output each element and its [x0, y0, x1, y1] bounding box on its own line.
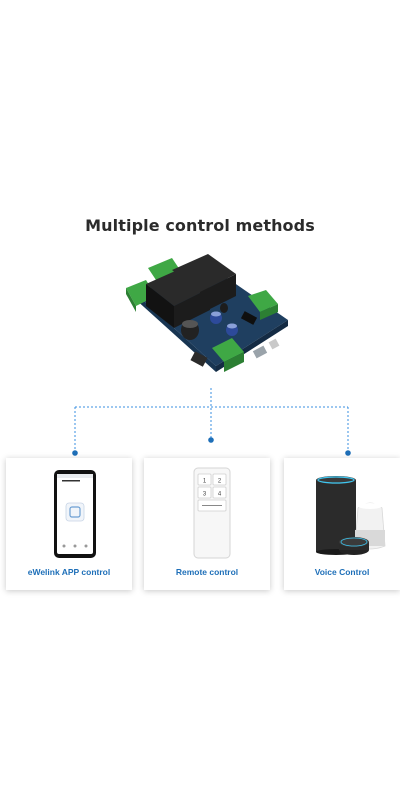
smart-speaker-icon	[316, 476, 386, 555]
smartphone-app-icon	[54, 470, 96, 558]
terminal-block-top	[148, 258, 180, 280]
remote-button-1: 1	[203, 479, 207, 485]
method-card-app: eWelink APP control	[6, 458, 132, 590]
method-label-voice: Voice Control	[314, 567, 370, 577]
terminal-block-right	[248, 290, 278, 312]
connector-dot-remote	[208, 437, 214, 443]
remote-control-icon: 1 2 3 4	[193, 467, 231, 559]
method-label-remote: Remote control	[175, 567, 239, 577]
remote-button-4: 4	[218, 492, 222, 498]
page-title: Multiple control methods	[85, 216, 315, 235]
method-card-remote: 1 2 3 4 Remote control	[144, 458, 270, 590]
remote-button-3: 3	[203, 492, 207, 498]
connector-dot-voice	[345, 450, 351, 456]
connector-dot-app	[72, 450, 78, 456]
method-label-app: eWelink APP control	[27, 567, 111, 577]
relay-2	[172, 254, 236, 292]
remote-button-2: 2	[218, 479, 222, 485]
connector-lines	[72, 388, 351, 456]
relay-board-image	[126, 254, 288, 372]
method-card-voice: Voice Control	[284, 458, 400, 590]
